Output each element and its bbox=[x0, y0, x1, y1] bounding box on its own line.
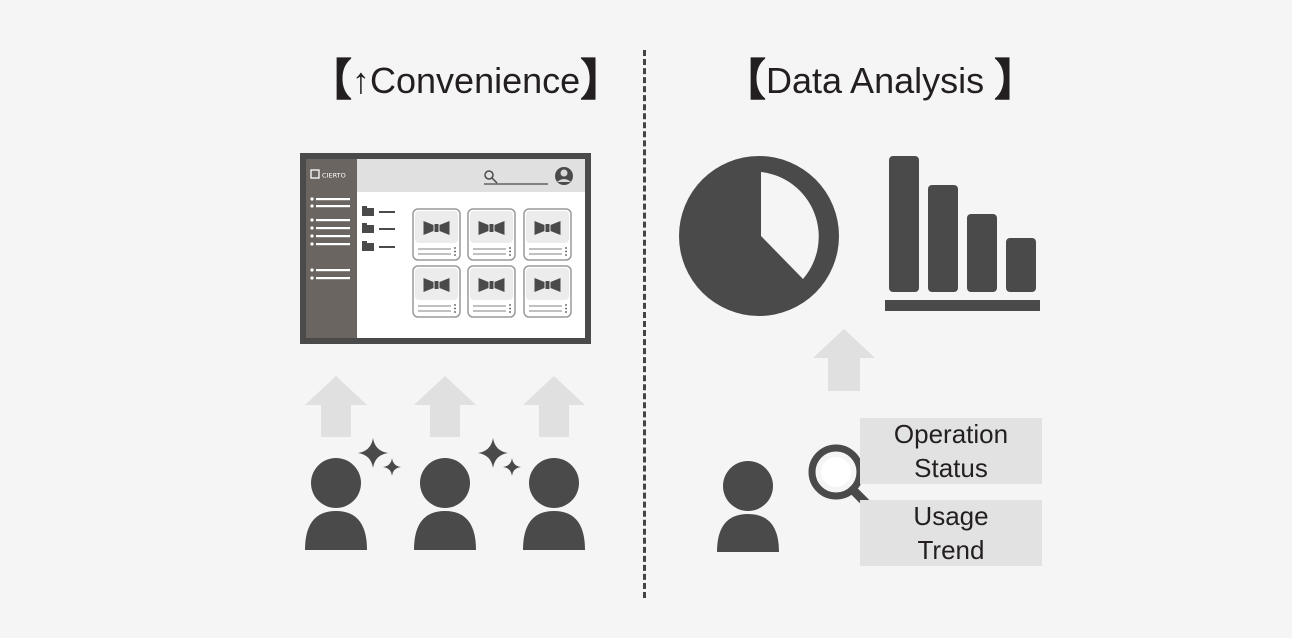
folder-icon bbox=[362, 206, 395, 216]
app-sidebar bbox=[306, 159, 357, 338]
app-logo-text: CIERTO bbox=[322, 172, 346, 180]
app-header bbox=[357, 159, 585, 192]
file-card-icon bbox=[523, 265, 572, 318]
file-card-icon bbox=[467, 208, 516, 261]
label-operation-status: Operation Status bbox=[860, 418, 1042, 484]
bar-chart-icon bbox=[885, 156, 1040, 311]
user-icon bbox=[305, 458, 367, 550]
user-icon bbox=[717, 461, 779, 552]
sparkle-icon bbox=[503, 458, 521, 476]
bracket-open: 【 bbox=[722, 56, 766, 105]
label-line: Usage bbox=[913, 501, 989, 531]
title-convenience: 【 ↑ Convenience 】 bbox=[308, 56, 624, 106]
up-arrow-icon bbox=[813, 329, 875, 391]
search-icon bbox=[484, 170, 548, 185]
user-icon bbox=[414, 458, 476, 550]
label-line: Trend bbox=[917, 535, 985, 565]
up-arrows-left bbox=[305, 376, 585, 437]
file-card-icon bbox=[523, 208, 572, 261]
user-group bbox=[305, 458, 585, 550]
file-card-icon bbox=[467, 265, 516, 318]
sparkle-icon bbox=[358, 438, 388, 468]
label-line: Status bbox=[914, 453, 988, 483]
app-window: CIERTO bbox=[300, 153, 591, 344]
label-line: Operation bbox=[893, 419, 1009, 449]
folder-icon bbox=[362, 241, 395, 251]
sparkle-icon bbox=[383, 458, 401, 476]
avatar bbox=[555, 167, 573, 185]
file-card-icon bbox=[412, 208, 461, 261]
bracket-open: 【 bbox=[308, 56, 352, 105]
file-card-icon bbox=[412, 265, 461, 318]
app-logo: CIERTO bbox=[310, 169, 346, 180]
folder-list bbox=[362, 206, 395, 251]
file-card-grid bbox=[412, 208, 572, 318]
section-divider bbox=[643, 50, 646, 598]
up-arrow-icon bbox=[305, 376, 367, 437]
sparkles bbox=[358, 438, 521, 476]
bracket-close: 】 bbox=[994, 56, 1039, 105]
sparkle-icon bbox=[478, 438, 508, 468]
label-usage-trend: Usage Trend bbox=[860, 500, 1042, 566]
up-arrow-glyph: ↑ bbox=[352, 60, 370, 101]
pie-chart-icon bbox=[679, 156, 839, 316]
sidebar-menu bbox=[310, 197, 350, 280]
bracket-close: 】 bbox=[580, 56, 625, 105]
user-icon bbox=[523, 458, 585, 550]
title-convenience-text: Convenience bbox=[370, 60, 581, 101]
title-data-analysis: 【 Data Analysis 】 bbox=[722, 56, 1038, 106]
title-data-analysis-text: Data Analysis bbox=[766, 60, 995, 101]
up-arrow-icon bbox=[523, 376, 585, 437]
up-arrow-icon bbox=[414, 376, 476, 437]
folder-icon bbox=[362, 223, 395, 233]
